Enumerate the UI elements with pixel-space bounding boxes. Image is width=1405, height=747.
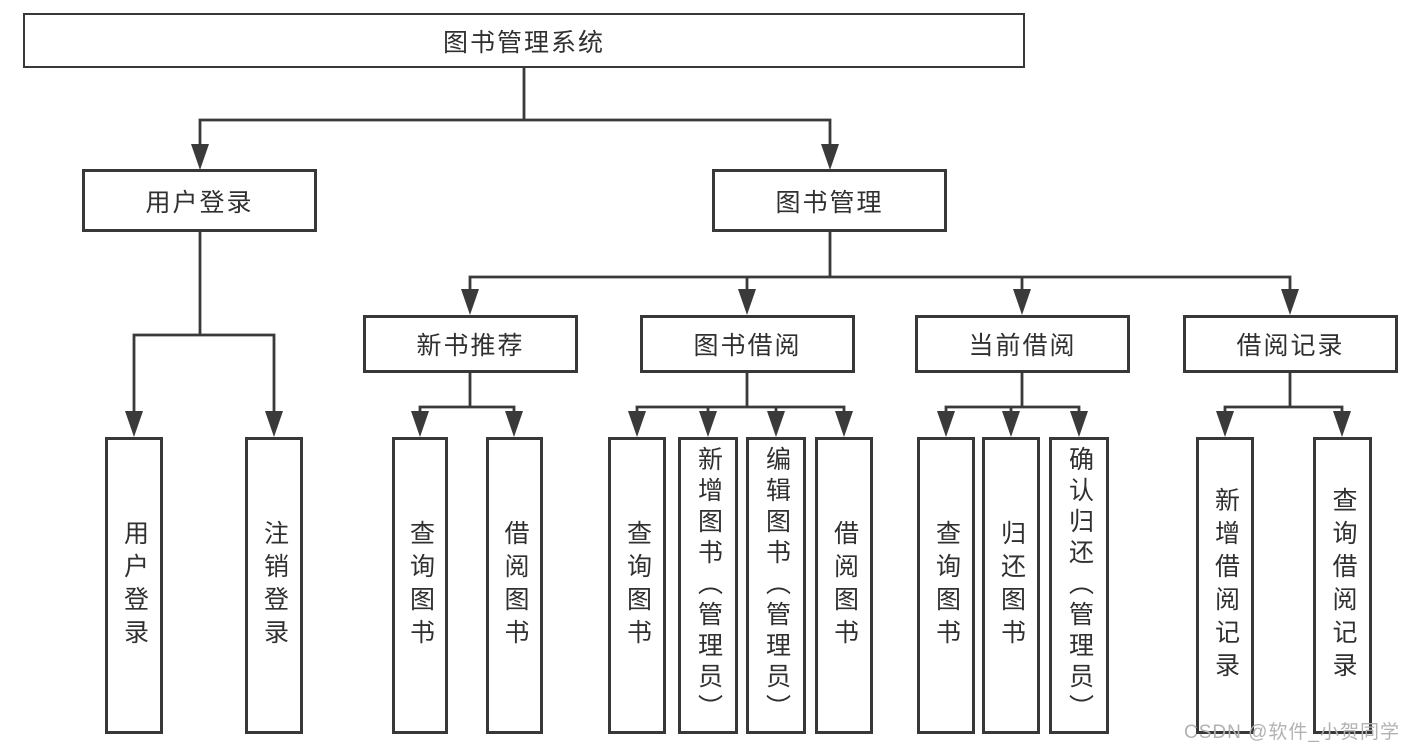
leaf-confirm-return-admin-label: 确认归还（管理员） xyxy=(1065,446,1094,725)
csdn-watermark: CSDN @软件_小贺同学 xyxy=(1184,722,1400,743)
leaf-query-books-current-label: 查询图书 xyxy=(932,519,961,652)
node-current-borrow-label: 当前借阅 xyxy=(968,332,1077,360)
connector-current-borrow-to-leaves xyxy=(937,373,1088,437)
leaf-borrow-books: 借阅图书 xyxy=(815,437,873,734)
node-root: 图书管理系统 xyxy=(23,13,1025,68)
leaf-edit-book-admin-label: 编辑图书（管理员） xyxy=(762,446,791,725)
connector-borrow-records-to-leaves xyxy=(1216,373,1351,437)
leaf-return-book-label: 归还图书 xyxy=(997,519,1026,652)
leaf-return-book: 归还图书 xyxy=(982,437,1040,734)
connector-new-book-recommend-to-leaves xyxy=(411,373,523,437)
node-book-management-label: 图书管理 xyxy=(775,188,884,217)
leaf-borrow-books-recommend-label: 借阅图书 xyxy=(501,519,529,652)
leaf-query-borrow-record: 查询借阅记录 xyxy=(1313,437,1372,734)
leaf-add-book-admin-label: 新增图书（管理员） xyxy=(694,446,723,725)
leaf-add-book-admin: 新增图书（管理员） xyxy=(678,437,738,734)
node-borrow-records: 借阅记录 xyxy=(1183,315,1398,373)
leaf-add-borrow-record: 新增借阅记录 xyxy=(1196,437,1254,734)
leaf-query-books-current: 查询图书 xyxy=(917,437,975,734)
leaf-query-books-borrow-label: 查询图书 xyxy=(623,519,652,652)
leaf-borrow-books-recommend: 借阅图书 xyxy=(486,437,543,734)
node-current-borrow: 当前借阅 xyxy=(915,315,1130,373)
node-borrow-records-label: 借阅记录 xyxy=(1236,332,1345,360)
leaf-query-books-borrow: 查询图书 xyxy=(608,437,666,734)
leaf-confirm-return-admin: 确认归还（管理员） xyxy=(1049,437,1109,734)
connector-user-login-to-leaves xyxy=(125,232,283,437)
leaf-logout-label: 注销登录 xyxy=(260,519,289,652)
leaf-query-books-recommend-label: 查询图书 xyxy=(406,519,435,652)
leaf-add-borrow-record-label: 新增借阅记录 xyxy=(1211,486,1240,685)
connector-root-to-branches xyxy=(191,68,839,170)
leaf-query-books-recommend: 查询图书 xyxy=(392,437,448,734)
leaf-user-login-label: 用户登录 xyxy=(120,519,149,652)
node-root-label: 图书管理系统 xyxy=(442,28,605,57)
node-book-borrow: 图书借阅 xyxy=(640,315,855,373)
leaf-borrow-books-label: 借阅图书 xyxy=(830,519,859,652)
node-user-login-label: 用户登录 xyxy=(145,188,254,217)
leaf-user-login: 用户登录 xyxy=(105,437,163,734)
node-new-book-recommend: 新书推荐 xyxy=(363,315,578,373)
connector-book-borrow-to-leaves xyxy=(628,373,853,437)
node-new-book-recommend-label: 新书推荐 xyxy=(416,332,525,360)
node-book-borrow-label: 图书借阅 xyxy=(693,332,802,360)
node-book-management: 图书管理 xyxy=(712,169,947,232)
node-user-login: 用户登录 xyxy=(82,169,317,232)
leaf-edit-book-admin: 编辑图书（管理员） xyxy=(746,437,806,734)
leaf-query-borrow-record-label: 查询借阅记录 xyxy=(1329,486,1357,685)
connector-book-management-to-sections xyxy=(461,232,1299,315)
leaf-logout: 注销登录 xyxy=(245,437,303,734)
